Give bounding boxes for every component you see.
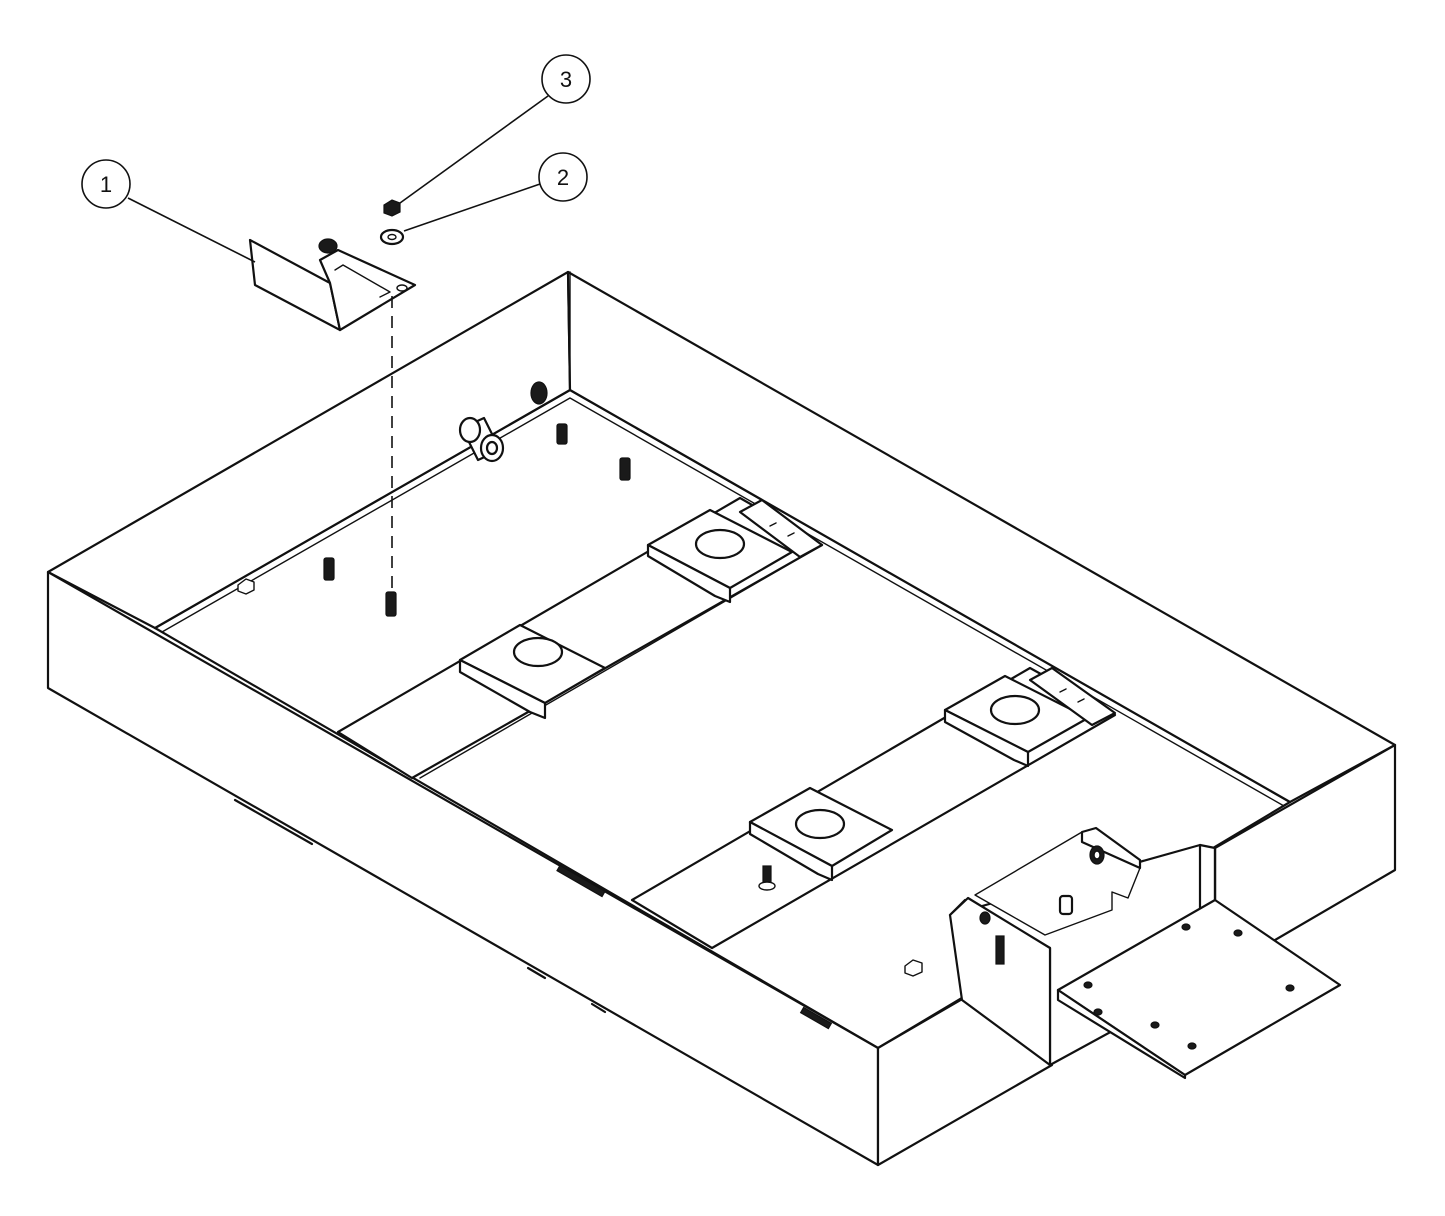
hex-nut [237, 578, 255, 595]
callout-3: 3 [399, 54, 591, 204]
exploded-washer-part-2 [379, 228, 405, 246]
callout-bubble [541, 54, 591, 104]
front-wall-slot [799, 1006, 833, 1030]
callout-1: 1 [81, 159, 256, 263]
front-wall-slot [556, 864, 606, 898]
bracket-hole [794, 808, 846, 840]
bracket-hole [989, 694, 1041, 726]
standoff [385, 591, 397, 617]
screw [762, 865, 772, 883]
exploded-nut-part-3 [383, 199, 401, 217]
callout-label: 3 [560, 67, 572, 92]
wall-grommet [530, 381, 548, 405]
bracket-hole [694, 528, 746, 560]
callout-2: 2 [403, 152, 588, 232]
screw [995, 935, 1005, 965]
standoff [323, 557, 335, 581]
callout-bubble [538, 152, 588, 202]
callout-label: 2 [557, 165, 569, 190]
left-rail-assembly [336, 496, 824, 780]
standoff [619, 457, 631, 481]
bracket-horizontal-flange [318, 248, 417, 332]
exploded-bracket-part-1 [248, 238, 417, 332]
bracket-hole [512, 636, 564, 668]
standoff [556, 423, 568, 445]
hex-nut [904, 959, 923, 977]
callout-label: 1 [100, 172, 112, 197]
standoff [1058, 894, 1074, 916]
mounting-plate [1056, 898, 1342, 1080]
callout-bubble [81, 159, 131, 209]
corner-box-front [948, 896, 1052, 1067]
right-rail-assembly [630, 666, 1117, 950]
tube-fitting [458, 416, 505, 463]
bracket-tab [1080, 826, 1142, 870]
floor-standoffs [237, 381, 923, 977]
